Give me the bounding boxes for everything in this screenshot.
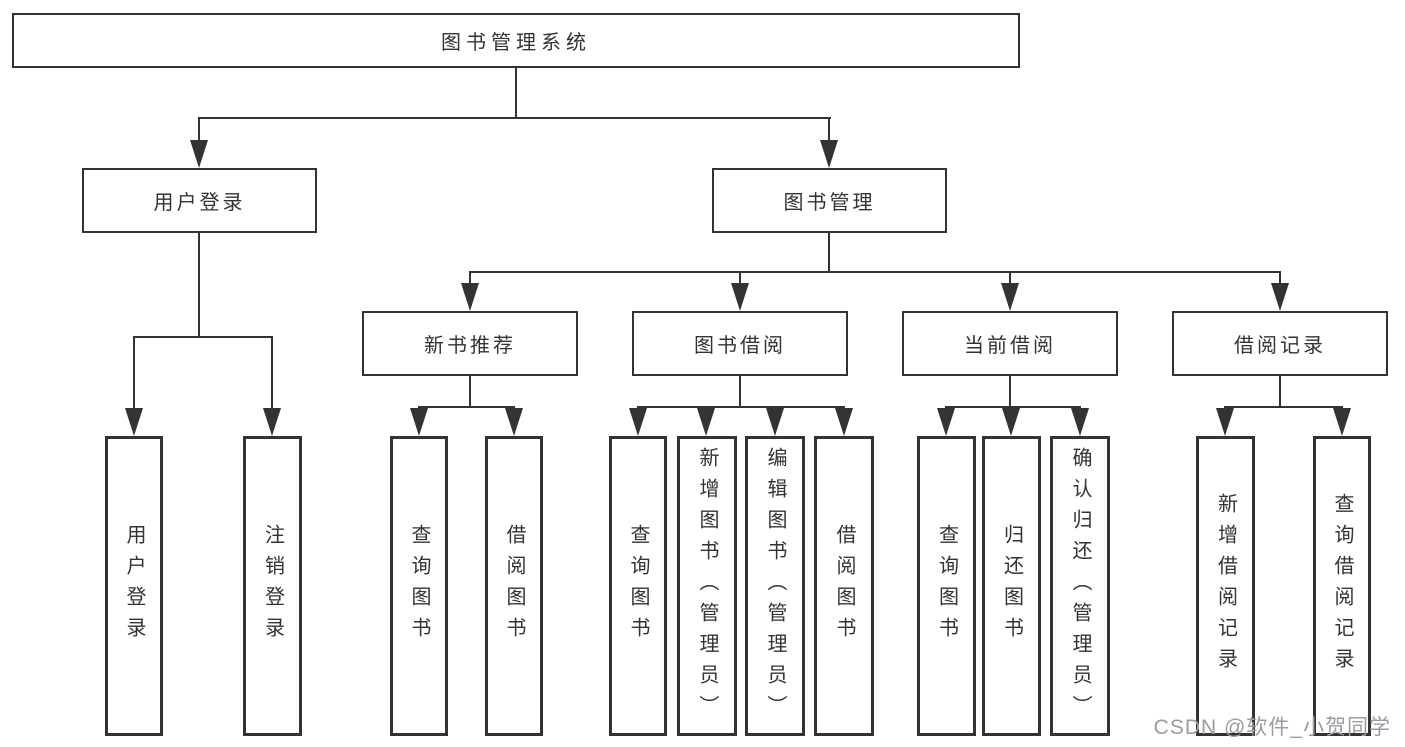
leaf-cb-return-books-label: 归还图书 (1000, 524, 1023, 648)
leaf-nb-borrow-books-label: 借阅图书 (503, 524, 525, 648)
connector-borrow-trunk (739, 376, 741, 407)
connector-root-branch (198, 117, 831, 119)
leaf-bb-edit-books-admin-label: 编辑图书（管理员） (764, 446, 786, 726)
arrowhead-bb-leaf1 (629, 408, 647, 436)
leaf-bb-add-books-admin-label: 新增图书（管理员） (696, 446, 718, 726)
arrowhead-cb-leaf3 (1071, 408, 1089, 436)
arrowhead-cb-leaf1 (937, 408, 955, 436)
leaf-rc-query-record: 查询借阅记录 (1313, 436, 1371, 736)
arrowhead-bb-leaf4 (835, 408, 853, 436)
leaf-nb-query-books: 查询图书 (390, 436, 448, 736)
leaf-bb-borrow-books: 借阅图书 (814, 436, 874, 736)
node-current-borrowing: 当前借阅 (902, 311, 1118, 376)
connector-records-trunk (1279, 376, 1281, 407)
arrowhead-rc-leaf1 (1216, 408, 1234, 436)
leaf-logout: 注销登录 (243, 436, 302, 736)
connector-to-leaf-logout (271, 337, 273, 430)
leaf-cb-confirm-return-admin: 确认归还（管理员） (1050, 436, 1110, 736)
leaf-cb-confirm-return-admin-label: 确认归还（管理员） (1069, 446, 1091, 726)
leaf-user-login-label: 用户登录 (123, 524, 145, 648)
connector-new-books-trunk (469, 376, 471, 407)
arrowhead-rc-leaf2 (1333, 408, 1351, 436)
leaf-logout-label: 注销登录 (261, 524, 284, 648)
leaf-nb-borrow-books: 借阅图书 (485, 436, 543, 736)
connector-records-branch (1224, 406, 1343, 408)
connector-current-trunk (1009, 376, 1011, 407)
node-root-library-system: 图书管理系统 (12, 13, 1020, 68)
arrowhead-leaf-login (125, 408, 143, 436)
arrowhead-new-books (461, 283, 479, 311)
connector-user-login-trunk (198, 233, 200, 337)
node-user-login: 用户登录 (82, 168, 317, 233)
leaf-rc-add-record: 新增借阅记录 (1196, 436, 1255, 736)
leaf-bb-edit-books-admin: 编辑图书（管理员） (745, 436, 805, 736)
connector-book-mgmt-branch (469, 271, 1281, 273)
leaf-cb-return-books: 归还图书 (982, 436, 1041, 736)
node-book-borrowing: 图书借阅 (632, 311, 848, 376)
arrowhead-cb-leaf2 (1002, 408, 1020, 436)
connector-book-mgmt-trunk (828, 233, 830, 272)
leaf-bb-borrow-books-label: 借阅图书 (833, 524, 855, 648)
arrowhead-nb-leaf1 (410, 408, 428, 436)
arrowhead-user-login (190, 140, 208, 168)
leaf-rc-add-record-label: 新增借阅记录 (1214, 493, 1237, 679)
arrowhead-book-borrow (731, 283, 749, 311)
arrowhead-nb-leaf2 (505, 408, 523, 436)
leaf-rc-query-record-label: 查询借阅记录 (1331, 493, 1353, 679)
node-borrowing-records: 借阅记录 (1172, 311, 1388, 376)
leaf-nb-query-books-label: 查询图书 (408, 524, 430, 648)
connector-root-trunk (515, 68, 517, 118)
leaf-bb-add-books-admin: 新增图书（管理员） (677, 436, 737, 736)
leaf-bb-query-books-label: 查询图书 (627, 524, 649, 648)
leaf-bb-query-books: 查询图书 (609, 436, 667, 736)
arrowhead-bb-leaf3 (766, 408, 784, 436)
connector-to-leaf-login (133, 337, 135, 430)
arrowhead-leaf-logout (263, 408, 281, 436)
node-new-book-recommend: 新书推荐 (362, 311, 578, 376)
leaf-user-login: 用户登录 (105, 436, 163, 736)
node-book-management: 图书管理 (712, 168, 947, 233)
leaf-cb-query-books: 查询图书 (917, 436, 976, 736)
csdn-watermark: CSDN @软件_小贺同学 (1153, 716, 1391, 739)
connector-new-books-branch (418, 406, 515, 408)
connector-user-login-branch (133, 336, 273, 338)
arrowhead-borrow-records (1271, 283, 1289, 311)
arrowhead-book-mgmt (820, 140, 838, 168)
connector-borrow-branch (637, 406, 845, 408)
arrowhead-current-borrow (1001, 283, 1019, 311)
leaf-cb-query-books-label: 查询图书 (935, 524, 958, 648)
arrowhead-bb-leaf2 (697, 408, 715, 436)
connector-current-branch (945, 406, 1081, 408)
